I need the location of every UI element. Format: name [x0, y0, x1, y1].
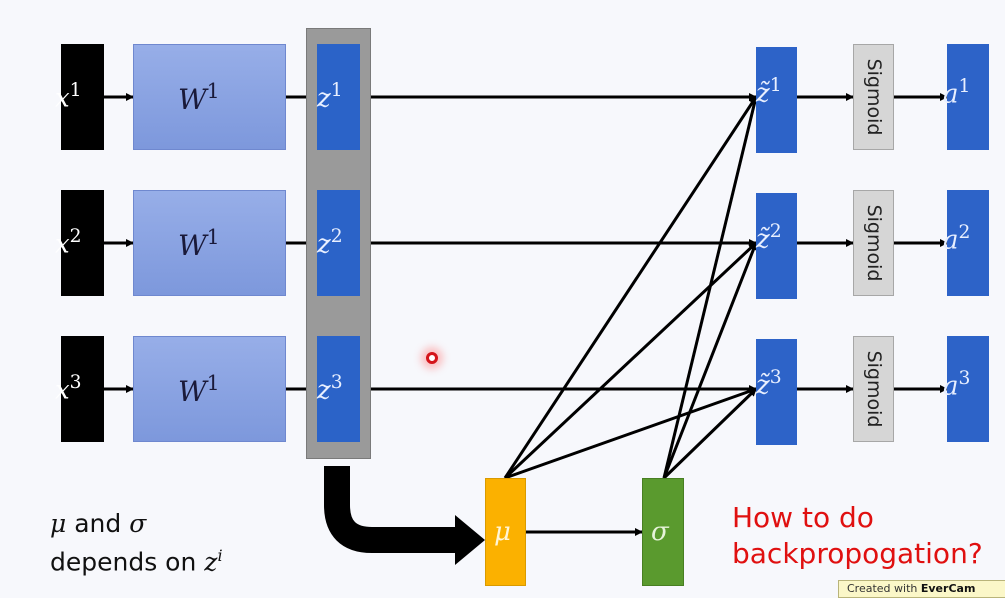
input-label-x2-base: x	[55, 229, 70, 260]
input-node-x2: x2	[55, 190, 104, 296]
z-label-1-base: z	[317, 83, 331, 114]
edge-sigma-to-zt2	[662, 242, 758, 479]
input-label-x2-superscript: 2	[69, 226, 82, 247]
z-node-1: z1	[317, 44, 360, 150]
input-node-x1: x1	[55, 44, 104, 150]
input-label-x1: x1	[55, 80, 82, 113]
weight-label-w3-base: W	[178, 375, 207, 409]
z-symbol: z	[204, 547, 218, 577]
output-label-a2: a2	[943, 222, 970, 255]
edge-mu-to-zt2	[503, 241, 758, 480]
weight-label-w1-superscript: 1	[206, 79, 220, 103]
dependency-arrowhead	[455, 515, 485, 565]
z-tilde-label-1-superscript: 1	[769, 75, 782, 96]
z-label-2: z2	[317, 226, 343, 259]
weight-label-w3-superscript: 1	[206, 371, 220, 395]
sigmoid-label-1: Sigmoid	[862, 58, 885, 136]
weight-node-w3: W1	[133, 336, 286, 442]
dependency-note: μ and σ depends on zi	[50, 508, 223, 578]
z-tilde-label-1: z̃1	[756, 75, 782, 108]
output-label-a1: a1	[943, 76, 970, 109]
z-tilde-label-3-superscript: 3	[769, 367, 782, 388]
output-label-a3: a3	[943, 368, 970, 401]
input-label-x3-superscript: 3	[69, 372, 82, 393]
z-tilde-label-2-base: z̃	[756, 224, 770, 255]
z-superscript: i	[217, 546, 223, 565]
watermark-prefix: Created with	[847, 582, 921, 595]
z-label-1-superscript: 1	[330, 80, 343, 101]
weight-label-w1-base: W	[178, 83, 207, 117]
evercam-watermark: Created with EverCam	[838, 580, 1005, 598]
output-node-a3: a3	[943, 336, 989, 442]
output-label-a3-superscript: 3	[958, 368, 971, 389]
edge-sigma-to-zt3	[662, 387, 758, 480]
weight-label-w2: W1	[178, 225, 220, 262]
input-label-x2: x2	[55, 226, 82, 259]
z-tilde-node-2: z̃2	[756, 193, 797, 299]
input-label-x1-base: x	[55, 83, 70, 114]
output-label-a1-base: a	[943, 79, 959, 110]
input-node-x3: x3	[55, 336, 104, 442]
std-node: σ	[642, 478, 684, 586]
z-tilde-node-1: z̃1	[756, 47, 797, 153]
watermark-brand: EverCam	[920, 582, 976, 595]
output-node-a1: a1	[943, 44, 989, 150]
weight-label-w3: W1	[178, 371, 220, 408]
z-tilde-label-2: z̃2	[756, 221, 782, 254]
input-label-x3-base: x	[55, 375, 70, 406]
z-label-3: z3	[317, 372, 343, 405]
backprop-question: How to do backpropogation?	[732, 500, 983, 572]
output-label-a2-base: a	[943, 225, 959, 256]
output-label-a1-superscript: 1	[958, 76, 971, 97]
weight-label-w2-base: W	[178, 229, 207, 263]
z-label-3-superscript: 3	[330, 372, 343, 393]
mean-node: μ	[485, 478, 526, 586]
sigma-symbol: σ	[129, 509, 147, 538]
weight-node-w2: W1	[133, 190, 286, 296]
sigmoid-label-2: Sigmoid	[862, 204, 885, 282]
edge-mu-to-zt3	[504, 387, 757, 480]
sigmoid-node-2: Sigmoid	[853, 190, 894, 296]
sigmoid-label-3: Sigmoid	[862, 350, 885, 428]
z-tilde-node-3: z̃3	[756, 339, 797, 445]
z-label-2-base: z	[317, 229, 331, 260]
sigmoid-node-1: Sigmoid	[853, 44, 894, 150]
note-line-2: depends on zi	[50, 540, 223, 578]
mu-symbol: μ	[50, 509, 67, 538]
question-line-2: backpropogation?	[732, 537, 983, 570]
edge-mu-to-zt1	[503, 96, 758, 479]
output-node-a2: a2	[943, 190, 989, 296]
cursor-pointer-indicator	[426, 352, 438, 364]
weight-node-w1: W1	[133, 44, 286, 150]
z-tilde-label-3-base: z̃	[756, 370, 770, 401]
z-node-3: z3	[317, 336, 360, 442]
z-label-3-base: z	[317, 375, 331, 406]
mean-label: μ	[494, 517, 511, 547]
z-node-2: z2	[317, 190, 360, 296]
output-label-a3-base: a	[943, 371, 959, 402]
note-depends: depends on	[50, 547, 205, 577]
z-tilde-label-1-base: z̃	[756, 78, 770, 109]
z-label-1: z1	[317, 80, 343, 113]
note-line-1: μ and σ	[50, 508, 223, 540]
sigmoid-node-3: Sigmoid	[853, 336, 894, 442]
edge-sigma-to-zt1	[662, 96, 759, 479]
input-label-x3: x3	[55, 372, 82, 405]
output-label-a2-superscript: 2	[958, 222, 971, 243]
weight-label-w1: W1	[178, 79, 220, 116]
weight-label-w2-superscript: 1	[206, 225, 220, 249]
z-label-2-superscript: 2	[330, 226, 343, 247]
dependency-arrow	[324, 466, 460, 553]
z-tilde-label-3: z̃3	[756, 367, 782, 400]
note-and: and	[66, 509, 130, 538]
z-tilde-label-2-superscript: 2	[769, 221, 782, 242]
std-label: σ	[651, 517, 669, 547]
question-line-1: How to do	[732, 501, 874, 534]
input-label-x1-superscript: 1	[69, 80, 82, 101]
